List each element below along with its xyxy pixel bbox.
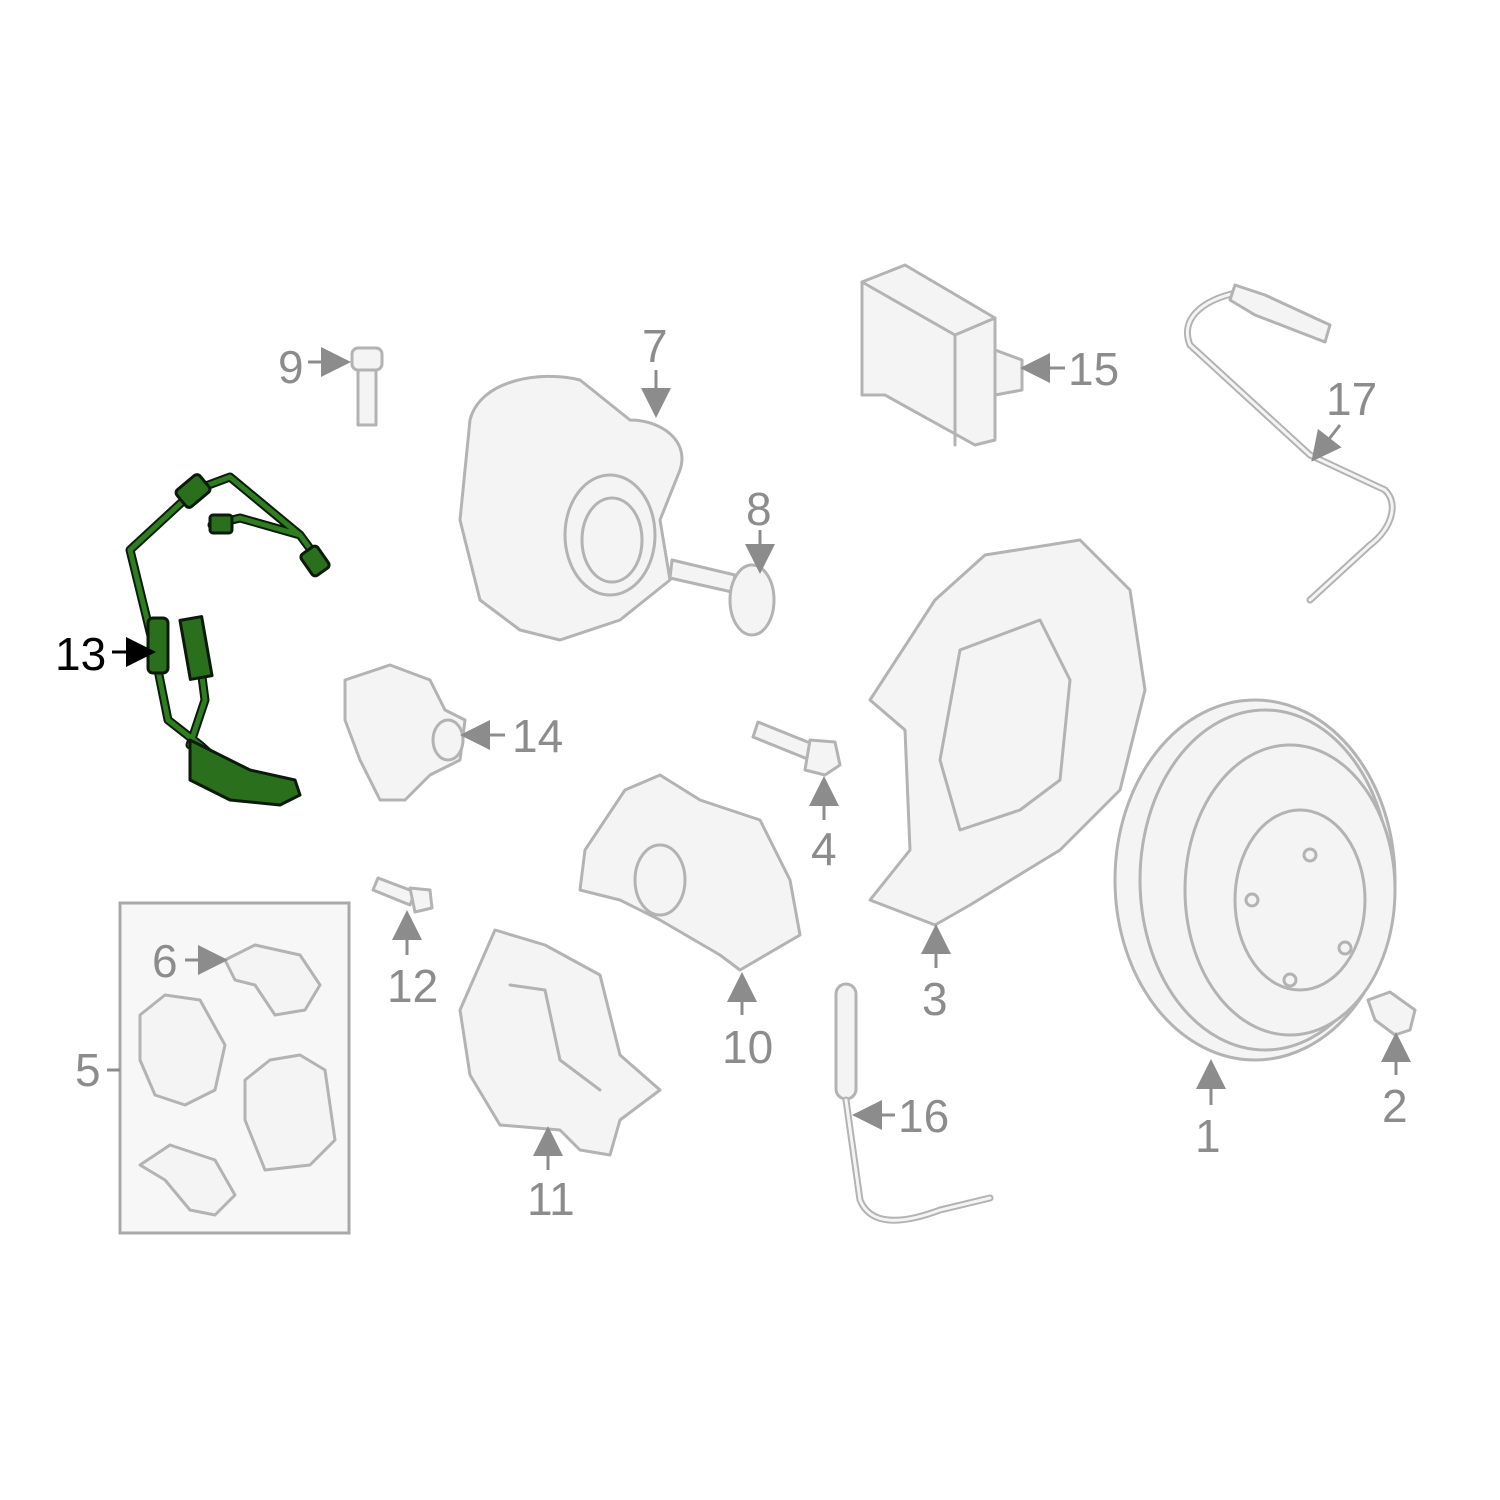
callout-arrows xyxy=(107,347,1411,1170)
part-8-hub-bolt[interactable] xyxy=(668,558,776,637)
part-6-clip xyxy=(223,943,322,1017)
part-13-brake-wear-sensor[interactable] xyxy=(125,472,331,807)
part-7-wheel-hub[interactable] xyxy=(458,374,684,642)
callout-12[interactable]: 12 xyxy=(387,960,438,1012)
part-10-brake-caliper[interactable] xyxy=(578,773,802,972)
callout-4[interactable]: 4 xyxy=(811,823,837,875)
callout-13[interactable]: 13 xyxy=(55,628,106,680)
part-12-bolt[interactable] xyxy=(371,876,434,914)
callout-11[interactable]: 11 xyxy=(527,1173,575,1225)
part-1-brake-rotor[interactable] xyxy=(1113,698,1397,1062)
part-2-screw[interactable] xyxy=(1366,990,1417,1037)
part-16-wear-sensor-lead[interactable] xyxy=(834,982,994,1224)
callout-10[interactable]: 10 xyxy=(722,1021,773,1073)
callout-7[interactable]: 7 xyxy=(642,320,668,372)
part-14-caliper-bracket[interactable] xyxy=(343,663,467,802)
callout-3[interactable]: 3 xyxy=(922,973,948,1025)
callout-5[interactable]: 5 xyxy=(75,1044,101,1096)
callout-9[interactable]: 9 xyxy=(278,341,304,393)
part-17-wheel-speed-sensor[interactable] xyxy=(1184,283,1396,604)
callout-2[interactable]: 2 xyxy=(1382,1080,1408,1132)
part-15-control-module[interactable] xyxy=(860,263,1024,447)
part-3-brake-shield[interactable] xyxy=(868,538,1147,927)
callout-8[interactable]: 8 xyxy=(746,483,772,535)
callout-16[interactable]: 16 xyxy=(898,1090,949,1142)
callout-17[interactable]: 17 xyxy=(1326,373,1377,425)
part-11-caliper-carrier[interactable] xyxy=(458,928,662,1157)
callout-1[interactable]: 1 xyxy=(1195,1110,1221,1162)
callout-15[interactable]: 15 xyxy=(1068,343,1119,395)
part-9-bolt[interactable] xyxy=(350,346,384,427)
part-4-bolt[interactable] xyxy=(751,720,842,777)
part-5-brake-pad-kit[interactable] xyxy=(118,901,351,1235)
callout-14[interactable]: 14 xyxy=(512,710,563,762)
callout-6[interactable]: 6 xyxy=(152,935,178,987)
